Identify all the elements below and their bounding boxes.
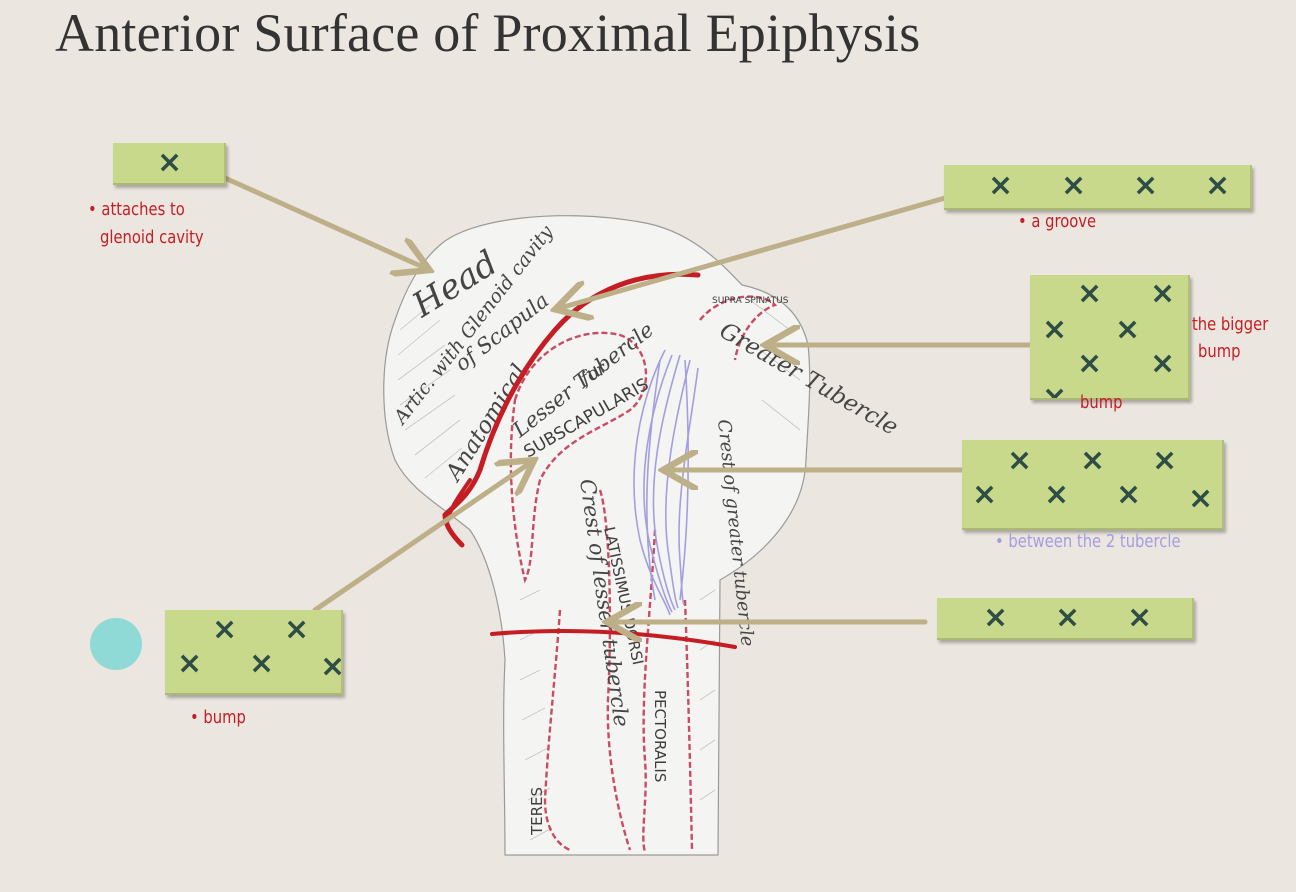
x-mark-icon: × <box>1152 443 1178 478</box>
note-head-line2: glenoid cavity <box>100 227 204 248</box>
arrow-lesser <box>312 463 530 613</box>
anatomical-neck-stroke <box>442 271 701 548</box>
humerus-bone <box>383 215 811 856</box>
label-teres: TERES <box>528 787 546 836</box>
label-pectoralis: PECTORALIS <box>651 690 669 782</box>
x-mark-icon: × <box>1115 312 1141 347</box>
note-groove: • a groove <box>1018 211 1097 232</box>
x-mark-icon: × <box>284 612 310 647</box>
x-mark-icon: × <box>212 612 238 647</box>
note-lesser: • bump <box>190 707 246 728</box>
x-mark-icon: × <box>1150 346 1176 381</box>
x-mark-icon: × <box>1042 312 1068 347</box>
slide-title: Anterior Surface of Proximal Epiphysis <box>55 3 921 63</box>
muscle-outlines <box>509 295 778 853</box>
x-mark-icon: × <box>983 600 1009 635</box>
x-mark-icon: × <box>1055 600 1081 635</box>
pointer-arrows <box>222 175 1033 622</box>
note-greater-behind: bump <box>1080 392 1123 413</box>
x-mark-icon: × <box>1044 477 1070 512</box>
x-mark-icon: × <box>988 168 1014 203</box>
label-box-greater[interactable]: × × × × × × × <box>1030 275 1190 400</box>
x-mark-icon: × <box>249 646 275 681</box>
note-head-line1: • attaches to <box>88 199 185 220</box>
x-mark-icon: × <box>320 649 343 684</box>
label-supraspinatus: SUPRA SPINATUS <box>712 296 789 306</box>
note-intertubercular: • between the 2 tubercle <box>995 531 1181 552</box>
note-greater-line2: bump <box>1198 341 1241 362</box>
x-mark-icon: × <box>1127 600 1153 635</box>
label-box-head[interactable]: × <box>113 143 226 185</box>
x-mark-icon: × <box>157 145 183 180</box>
x-mark-icon: × <box>1205 168 1231 203</box>
label-box-intertubercular[interactable]: × × × × × × × <box>962 440 1224 530</box>
x-mark-icon: × <box>1042 380 1068 400</box>
x-mark-icon: × <box>1007 443 1033 478</box>
x-mark-icon: × <box>1080 443 1106 478</box>
x-mark-icon: × <box>1061 168 1087 203</box>
x-mark-icon: × <box>1188 481 1214 516</box>
bullet-dot <box>90 618 142 670</box>
x-mark-icon: × <box>972 477 998 512</box>
arrow-groove <box>560 195 948 308</box>
x-mark-icon: × <box>1150 276 1176 311</box>
note-greater-line1: the bigger <box>1192 314 1269 335</box>
x-mark-icon: × <box>1133 168 1159 203</box>
x-mark-icon: × <box>1116 477 1142 512</box>
x-mark-icon: × <box>1077 346 1103 381</box>
label-box-lesser[interactable]: × × × × × <box>165 610 343 695</box>
label-box-groove[interactable]: × × × × <box>944 165 1252 210</box>
label-box-crest[interactable]: × × × <box>937 598 1194 640</box>
arrow-head <box>222 175 425 268</box>
x-mark-icon: × <box>1077 276 1103 311</box>
x-mark-icon: × <box>177 646 203 681</box>
